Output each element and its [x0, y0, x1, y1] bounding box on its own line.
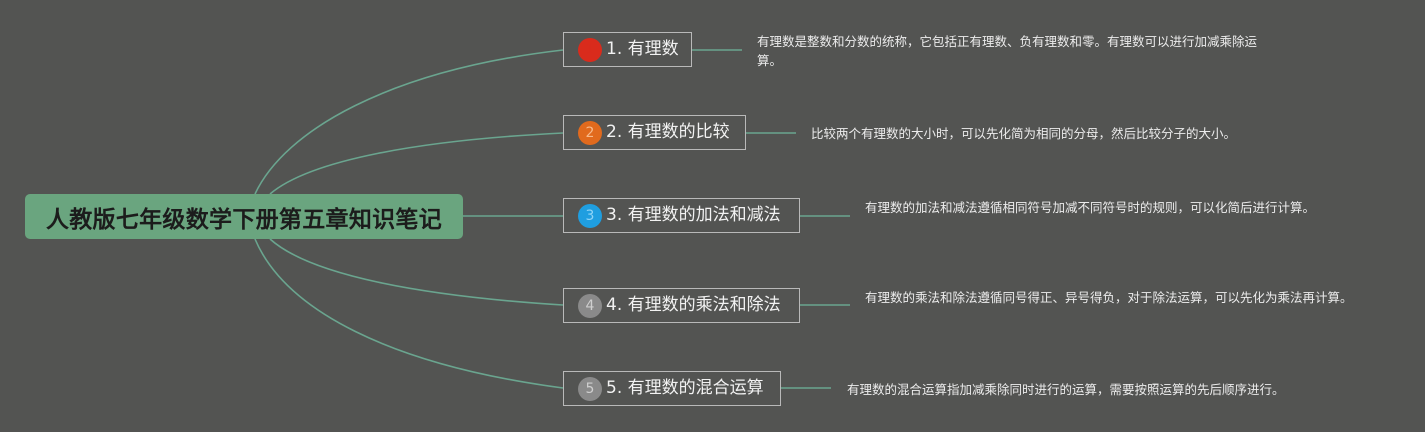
topic-4-note: 有理数的乘法和除法遵循同号得正、异号得负，对于除法运算，可以先化为乘法再计算。: [865, 290, 1353, 305]
number-badge-2: 2: [578, 120, 602, 145]
topic-1-label: 1. 有理数: [606, 39, 679, 59]
connector-root-topic-1: [254, 49, 564, 195]
topic-1-note: 有理数是整数和分数的统称，它包括正有理数、负有理数和零。有理数可以进行加减乘除运…: [757, 34, 1258, 68]
number-badge-3: 3: [578, 203, 602, 228]
topic-5-label: 5. 有理数的混合运算: [606, 378, 764, 398]
topic-2-label: 2. 有理数的比较: [606, 122, 730, 142]
connector-root-topic-2: [269, 132, 564, 195]
topic-5-note: 有理数的混合运算指加减乘除同时进行的运算，需要按照运算的先后顺序进行。: [847, 382, 1285, 397]
topic-4[interactable]: 4 4. 有理数的乘法和除法: [563, 288, 800, 323]
connector-root-topic-4: [269, 238, 564, 306]
central-topic[interactable]: 人教版七年级数学下册第五章知识笔记: [25, 194, 463, 239]
topic-2[interactable]: 2 2. 有理数的比较: [563, 115, 746, 150]
topic-3-label: 3. 有理数的加法和减法: [606, 205, 781, 225]
number-badge-5: 5: [578, 376, 602, 401]
topic-3-note: 有理数的加法和减法遵循相同符号加减不同符号时的规则，可以化简后进行计算。: [865, 200, 1316, 215]
number-badge-4: 4: [578, 293, 602, 318]
topic-2-note: 比较两个有理数的大小时，可以先化简为相同的分母，然后比较分子的大小。: [811, 126, 1237, 141]
number-badge-1: 1: [578, 37, 602, 62]
topic-1[interactable]: 1 1. 有理数: [563, 32, 692, 67]
topic-3[interactable]: 3 3. 有理数的加法和减法: [563, 198, 800, 233]
connector-root-topic-5: [254, 238, 564, 389]
topic-5[interactable]: 5 5. 有理数的混合运算: [563, 371, 781, 406]
topic-4-label: 4. 有理数的乘法和除法: [606, 295, 781, 315]
